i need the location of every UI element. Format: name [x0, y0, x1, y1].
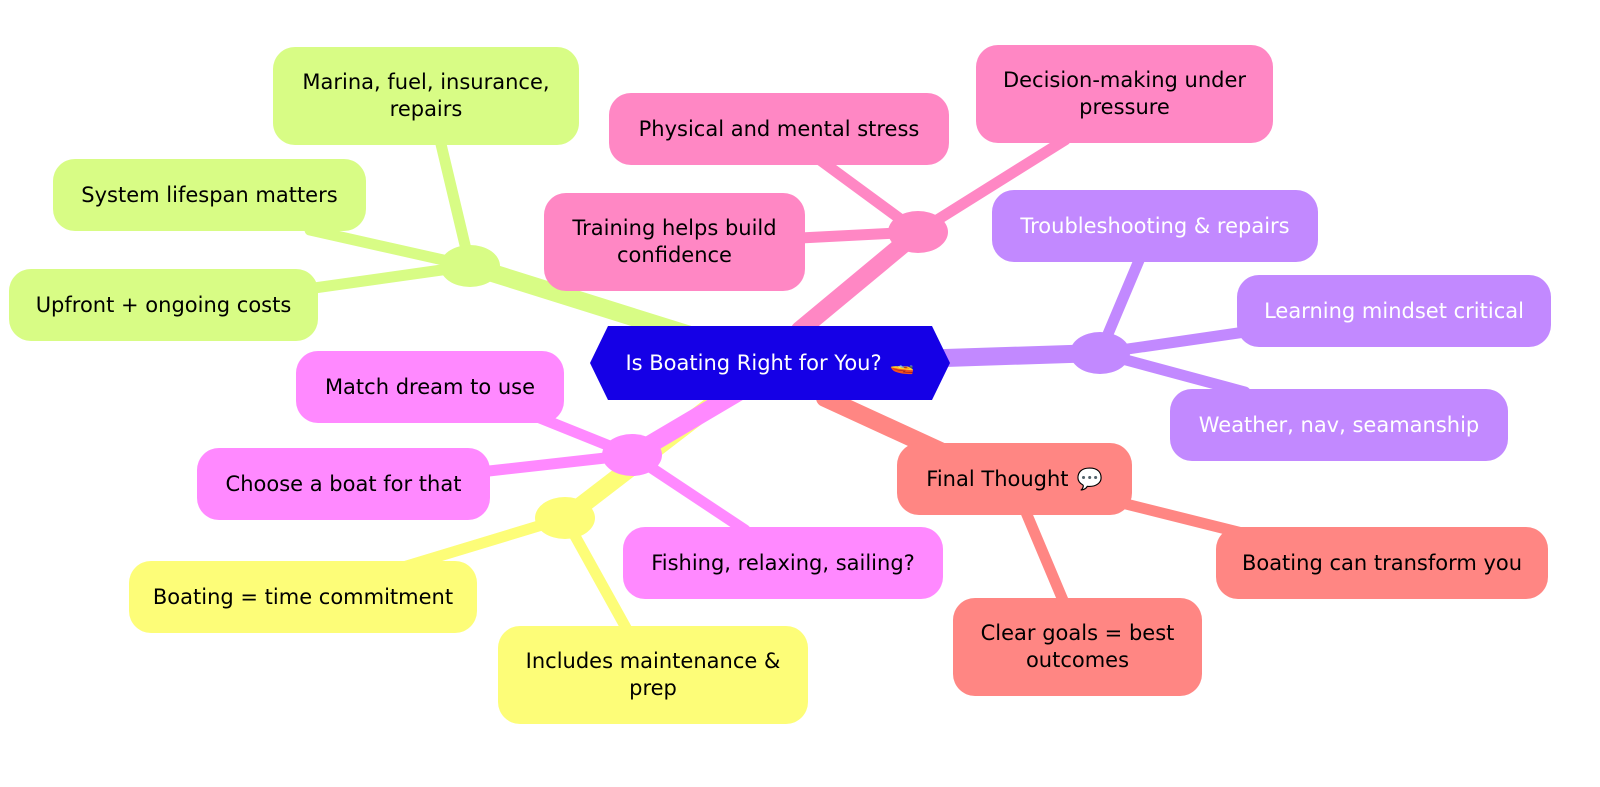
hub-skills: [1070, 332, 1130, 374]
node-system-lifespan[interactable]: System lifespan matters: [53, 159, 366, 231]
edge-root-cost: [461, 257, 699, 344]
hub-purpose: [602, 434, 662, 476]
node-decision-making[interactable]: Decision-making under pressure: [976, 45, 1273, 143]
root-node[interactable]: Is Boating Right for You? 🚤: [590, 326, 950, 400]
node-maintenance-prep[interactable]: Includes maintenance & prep: [498, 626, 808, 724]
edge-root-stress: [791, 223, 927, 339]
node-time-commitment[interactable]: Boating = time commitment: [129, 561, 477, 633]
hub-cost: [440, 245, 500, 287]
node-physical-mental-stress[interactable]: Physical and mental stress: [609, 93, 949, 165]
hub-stress: [888, 211, 948, 253]
edge-stress-decision: [912, 134, 1071, 238]
node-marina-costs[interactable]: Marina, fuel, insurance, repairs: [273, 47, 579, 145]
node-choose-boat[interactable]: Choose a boat for that: [197, 448, 490, 520]
node-final-thought[interactable]: Final Thought 💬: [897, 443, 1132, 515]
edge-final-goals: [1019, 504, 1071, 611]
node-fishing-relaxing[interactable]: Fishing, relaxing, sailing?: [623, 527, 943, 599]
node-weather-nav[interactable]: Weather, nav, seamanship: [1170, 389, 1508, 461]
node-training-confidence[interactable]: Training helps build confidence: [544, 193, 805, 291]
node-learning-mindset[interactable]: Learning mindset critical: [1237, 275, 1551, 347]
speedboat-icon: 🚤: [889, 351, 915, 375]
final-thought-label: Final Thought: [926, 466, 1069, 491]
edge-cost-marina: [434, 134, 476, 272]
hub-time: [535, 497, 595, 539]
speech-bubble-icon: 💬: [1076, 466, 1103, 491]
node-troubleshooting[interactable]: Troubleshooting & repairs: [992, 190, 1318, 262]
root-label: Is Boating Right for You?: [625, 351, 882, 375]
node-boating-transform[interactable]: Boating can transform you: [1216, 527, 1548, 599]
node-match-dream[interactable]: Match dream to use: [296, 351, 564, 423]
node-upfront-costs[interactable]: Upfront + ongoing costs: [9, 269, 318, 341]
node-clear-goals[interactable]: Clear goals = best outcomes: [953, 598, 1202, 696]
branch-hubs: [440, 211, 1130, 539]
